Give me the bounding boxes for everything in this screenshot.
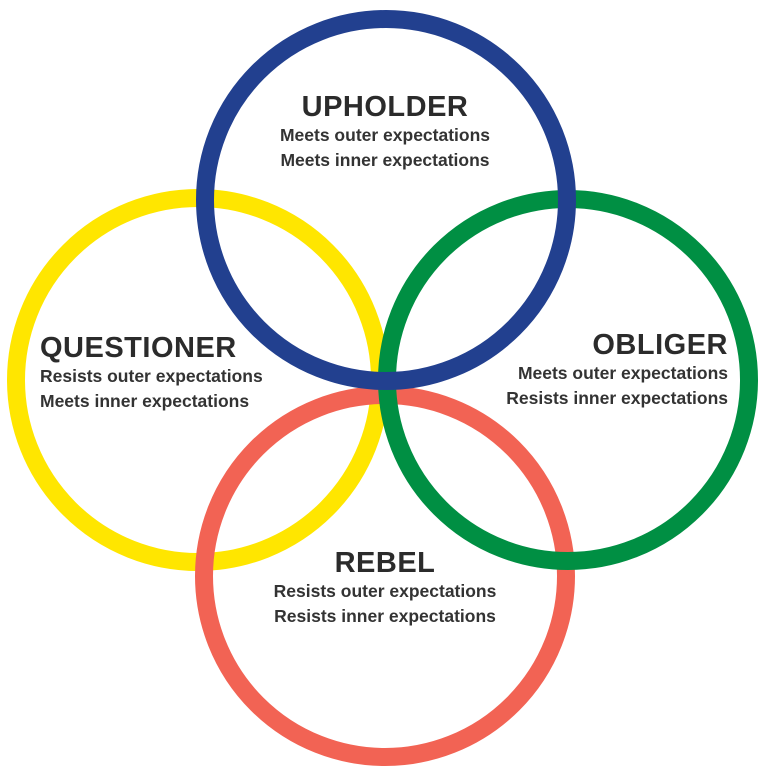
rebel-line-2: Resists inner expectations xyxy=(274,606,496,626)
upholder-line-2: Meets inner expectations xyxy=(280,150,490,170)
rebel-title: REBEL xyxy=(334,547,436,579)
questioner-line-2: Meets inner expectations xyxy=(40,391,250,411)
obliger-title: OBLIGER xyxy=(592,329,728,361)
questioner-label: QUESTIONER Resists outer expectations Me… xyxy=(40,332,340,414)
rebel-line-1: Resists outer expectations xyxy=(273,581,497,601)
rebel-label: REBEL Resists outer expectations Resists… xyxy=(235,547,535,629)
upholder-line-1: Meets outer expectations xyxy=(279,125,491,145)
obliger-line-1: Meets outer expectations xyxy=(517,363,728,383)
obliger-label: OBLIGER Meets outer expectations Resists… xyxy=(430,329,728,411)
upholder-circle xyxy=(196,10,576,390)
questioner-line-1: Resists outer expectations xyxy=(40,366,263,386)
obliger-line-2: Resists inner expectations xyxy=(506,388,728,408)
upholder-label: UPHOLDER Meets outer expectations Meets … xyxy=(235,91,535,173)
questioner-title: QUESTIONER xyxy=(40,332,237,364)
upholder-title: UPHOLDER xyxy=(301,91,469,123)
